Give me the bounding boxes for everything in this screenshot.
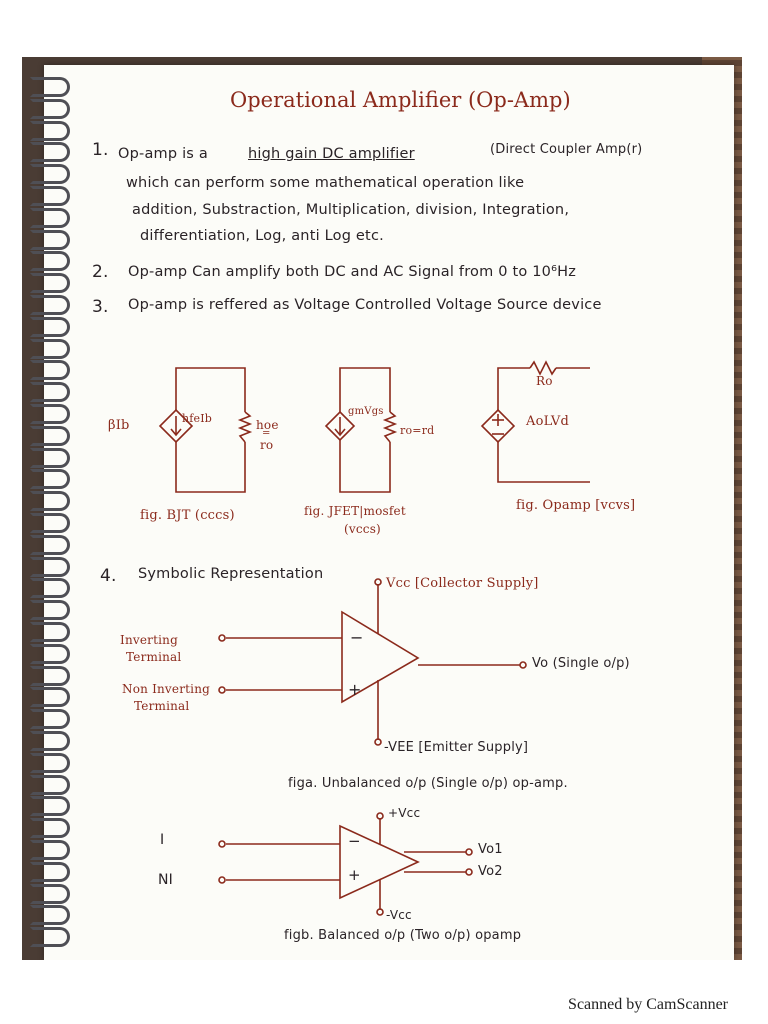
non-inverting-label-1: Non Inverting xyxy=(122,682,211,696)
bjt-generator-label: hfeIb xyxy=(182,412,213,425)
inverting-label-2: Terminal xyxy=(126,650,182,664)
spiral-ring xyxy=(30,665,70,686)
point-2-text: Op-amp Can amplify both DC and AC Signal… xyxy=(128,264,577,280)
spiral-ring xyxy=(30,709,70,730)
notebook-page xyxy=(44,65,734,960)
inverting-label-1: Inverting xyxy=(120,633,178,647)
spiral-ring xyxy=(30,927,70,948)
jfet-resistor-label: ro=rd xyxy=(400,424,435,437)
balanced-output-1: Vo1 xyxy=(478,842,503,857)
spiral-ring xyxy=(30,425,70,446)
spiral-ring xyxy=(30,447,70,468)
opamp-caption: fig. Opamp [vcvs] xyxy=(516,498,636,513)
spiral-ring xyxy=(30,687,70,708)
spiral-ring xyxy=(30,382,70,403)
spiral-ring xyxy=(30,905,70,926)
spiral-ring xyxy=(30,295,70,315)
unbalanced-vee-label: -VEE [Emitter Supply] xyxy=(384,740,529,755)
unbalanced-caption: figa. Unbalanced o/p (Single o/p) op-amp… xyxy=(288,776,568,791)
point-1-line-1c: (Direct Coupler Amp(r) xyxy=(490,142,643,157)
spiral-ring xyxy=(30,861,70,882)
balanced-output-2: Vo2 xyxy=(478,864,503,879)
balanced-vee-label: -Vcc xyxy=(386,908,412,922)
unbalanced-opamp-symbol xyxy=(218,578,527,746)
point-1-line-1a: Op-amp is a xyxy=(118,146,208,162)
spiral-ring xyxy=(30,229,70,250)
opamp-equivalent-circuit xyxy=(480,360,590,483)
spiral-ring xyxy=(30,207,70,228)
spiral-ring xyxy=(30,752,70,773)
spiral-ring xyxy=(30,164,70,185)
spiral-ring xyxy=(30,469,70,490)
balanced-plus-sign: + xyxy=(348,866,361,884)
bjt-equivalent-circuit xyxy=(158,367,253,493)
spiral-ring xyxy=(30,534,70,555)
balanced-non-inverting-label: NI xyxy=(158,872,174,888)
spiral-binding xyxy=(30,77,70,957)
spiral-ring xyxy=(30,731,70,751)
spiral-ring xyxy=(30,774,70,795)
point-2-number: 2. xyxy=(92,262,109,282)
spiral-ring xyxy=(30,316,70,337)
unbalanced-vcc-label: Vcc [Collector Supply] xyxy=(386,576,539,591)
spiral-ring xyxy=(30,643,70,664)
opamp-resistor-label: Ro xyxy=(536,374,553,388)
point-1-line-4: differentiation, Log, anti Log etc. xyxy=(140,228,384,244)
unbalanced-plus-sign: + xyxy=(348,680,362,699)
spiral-ring xyxy=(30,404,70,424)
jfet-caption-1: fig. JFET|mosfet xyxy=(304,504,406,518)
balanced-caption: figb. Balanced o/p (Two o/p) opamp xyxy=(284,928,522,943)
spiral-ring xyxy=(30,98,70,119)
spiral-ring xyxy=(30,622,70,642)
spiral-ring xyxy=(30,273,70,294)
unbalanced-minus-sign: − xyxy=(350,628,364,647)
unbalanced-output-label: Vo (Single o/p) xyxy=(532,656,630,671)
spiral-ring xyxy=(30,251,70,272)
spiral-ring xyxy=(30,840,70,860)
spiral-ring xyxy=(30,186,70,206)
point-3-number: 3. xyxy=(92,297,109,317)
bjt-caption: fig. BJT (cccs) xyxy=(140,508,235,523)
spiral-ring xyxy=(30,600,70,621)
spiral-ring xyxy=(30,360,70,381)
spiral-ring xyxy=(30,556,70,577)
point-4-number: 4. xyxy=(100,566,117,586)
bjt-source-label: βIb xyxy=(108,418,130,433)
balanced-inverting-label: I xyxy=(160,832,165,848)
scanner-watermark: Scanned by CamScanner xyxy=(568,996,728,1013)
scanned-photo xyxy=(22,57,742,960)
bjt-resistor-label-2: ro xyxy=(260,438,274,452)
spiral-ring xyxy=(30,578,70,599)
spiral-ring xyxy=(30,338,70,359)
spiral-ring xyxy=(30,77,70,97)
bjt-resistor-equals: = xyxy=(262,428,271,439)
point-1-number: 1. xyxy=(92,140,109,160)
spiral-ring xyxy=(30,120,70,141)
point-3-text: Op-amp is reffered as Voltage Controlled… xyxy=(128,297,602,313)
balanced-opamp-symbol xyxy=(218,812,473,916)
point-4-text: Symbolic Representation xyxy=(138,566,324,582)
jfet-generator-label: gmVgs xyxy=(348,406,384,417)
non-inverting-label-2: Terminal xyxy=(134,699,190,713)
point-1-line-3: addition, Substraction, Multiplication, … xyxy=(132,202,570,218)
spiral-ring xyxy=(30,513,70,533)
page-title: Operational Amplifier (Op-Amp) xyxy=(230,88,571,112)
balanced-minus-sign: − xyxy=(348,832,361,850)
jfet-equivalent-circuit xyxy=(324,367,398,493)
spiral-ring xyxy=(30,818,70,839)
spiral-ring xyxy=(30,142,70,163)
spiral-ring xyxy=(30,491,70,512)
spiral-ring xyxy=(30,796,70,817)
jfet-caption-2: (vccs) xyxy=(344,522,381,536)
spiral-ring xyxy=(30,883,70,904)
point-1-line-1b: high gain DC amplifier xyxy=(248,146,415,162)
point-1-line-2: which can perform some mathematical oper… xyxy=(126,175,525,191)
balanced-vcc-label: +Vcc xyxy=(388,806,421,820)
opamp-source-label: AoLVd xyxy=(526,414,570,429)
bjt-resistor-label: hoe xyxy=(256,418,279,432)
